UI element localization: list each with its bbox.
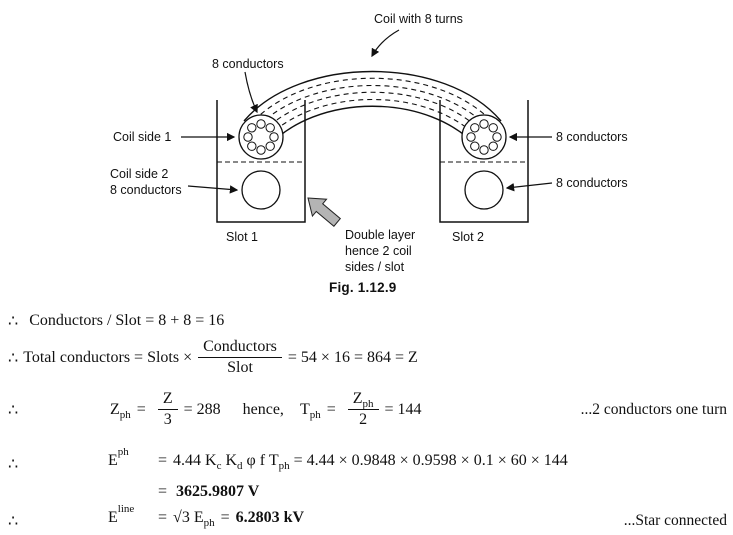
math-line-2: ∴ Total conductors = Slots × Conductors …	[8, 338, 418, 378]
coil-side-2-line2: 8 conductors	[110, 183, 182, 197]
fraction-numerator: Zph	[347, 390, 379, 411]
coil-side-2-line1: Coil side 2	[110, 167, 169, 181]
coil-side-2-arrow-icon	[187, 185, 239, 194]
conductors-right-bottom-label: 8 conductors	[556, 176, 628, 190]
line2-post: = 54 × 16 = 864 = Z	[287, 348, 418, 366]
therefore-symbol: ∴	[8, 349, 19, 367]
therefore-symbol: ∴	[8, 456, 19, 473]
math-line-3-therefore: ∴	[8, 400, 18, 420]
line1-text: Conductors / Slot = 8 + 8 = 16	[29, 312, 225, 329]
label-arrows	[181, 29, 553, 194]
line3-annotation: ...2 conductors one turn	[580, 401, 727, 418]
eline-expression: √3 Eph	[173, 509, 215, 530]
slot1-coil-side-1-circle	[238, 114, 284, 160]
coil-band	[243, 70, 502, 150]
therefore-symbol: ∴	[8, 513, 19, 530]
therefore-symbol: ∴	[8, 313, 19, 330]
slot2-coil-side-2-circle	[464, 170, 504, 210]
therefore-symbol: ∴	[8, 402, 19, 419]
slot2-coil-side-1-circle	[461, 114, 507, 160]
fraction-denominator: Slot	[227, 359, 253, 377]
double-layer-note: Double layer hence 2 coil sides / slot	[345, 227, 415, 275]
conductors-right-bottom-arrow-icon	[505, 182, 553, 192]
math-line-6-therefore: ∴	[8, 511, 18, 531]
z-over-3-fraction: Z 3	[157, 390, 178, 430]
line2-pre: Total conductors = Slots ×	[23, 348, 193, 366]
eline-result-value: 6.2803 kV	[235, 509, 305, 526]
math-line-1: ∴ Conductors / Slot = 8 + 8 = 16	[8, 311, 224, 331]
eph-result-value: 3625.9807 V	[176, 483, 260, 500]
double-layer-line3: sides / slot	[345, 260, 405, 274]
slot-2-outline	[439, 100, 529, 223]
math-line-5: = 3625.9807 V	[158, 483, 259, 501]
coil-label: Coil with 8 turns	[374, 12, 463, 26]
emf-expression: 4.44 Kc Kd φ f Tph = 4.44 × 0.9848 × 0.9…	[173, 452, 568, 473]
equals-sign: =	[158, 452, 168, 469]
equals-sign: =	[158, 483, 168, 500]
slot-1-outline	[216, 100, 306, 223]
fraction-numerator: Conductors	[198, 338, 282, 359]
double-layer-line2: hence 2 coil	[345, 244, 412, 258]
conductors-top-arrow-icon	[244, 71, 258, 114]
zph-over-2-fraction: Zph 2	[347, 390, 379, 430]
conductors-top-label: 8 conductors	[212, 57, 284, 71]
coil-label-arrow-icon	[371, 29, 400, 58]
equals-sign: =	[326, 400, 336, 418]
coil-diagram	[181, 29, 553, 227]
equals-144: = 144	[384, 400, 422, 418]
conductors-per-slot-fraction: Conductors Slot	[198, 338, 282, 378]
equals-sign: =	[136, 400, 146, 418]
t-ph-term: Tph	[299, 400, 321, 422]
double-layer-block-arrow-icon	[307, 197, 342, 227]
hence-text: hence,	[242, 400, 284, 418]
coil-side-1-label: Coil side 1	[113, 130, 172, 144]
equals-sign: =	[158, 509, 168, 526]
math-line-3: Zph = Z 3 = 288 hence, Tph = Zph 2 = 144	[110, 390, 422, 430]
coil-side-2-label: Coil side 2 8 conductors	[110, 166, 182, 198]
slot-1-label: Slot 1	[226, 230, 258, 244]
slot-2-label: Slot 2	[452, 230, 484, 244]
figure-caption: Fig. 1.12.9	[329, 280, 397, 295]
line6-annotation: ...Star connected	[623, 512, 727, 529]
z-ph-term: Zph	[110, 400, 131, 422]
conductors-right-top-label: 8 conductors	[556, 130, 628, 144]
math-line-4-therefore: ∴	[8, 454, 18, 474]
slot1-coil-side-2-circle	[241, 170, 281, 210]
equals-sign: =	[220, 509, 230, 526]
double-layer-line1: Double layer	[345, 228, 416, 242]
equals-288: = 288	[183, 400, 221, 418]
